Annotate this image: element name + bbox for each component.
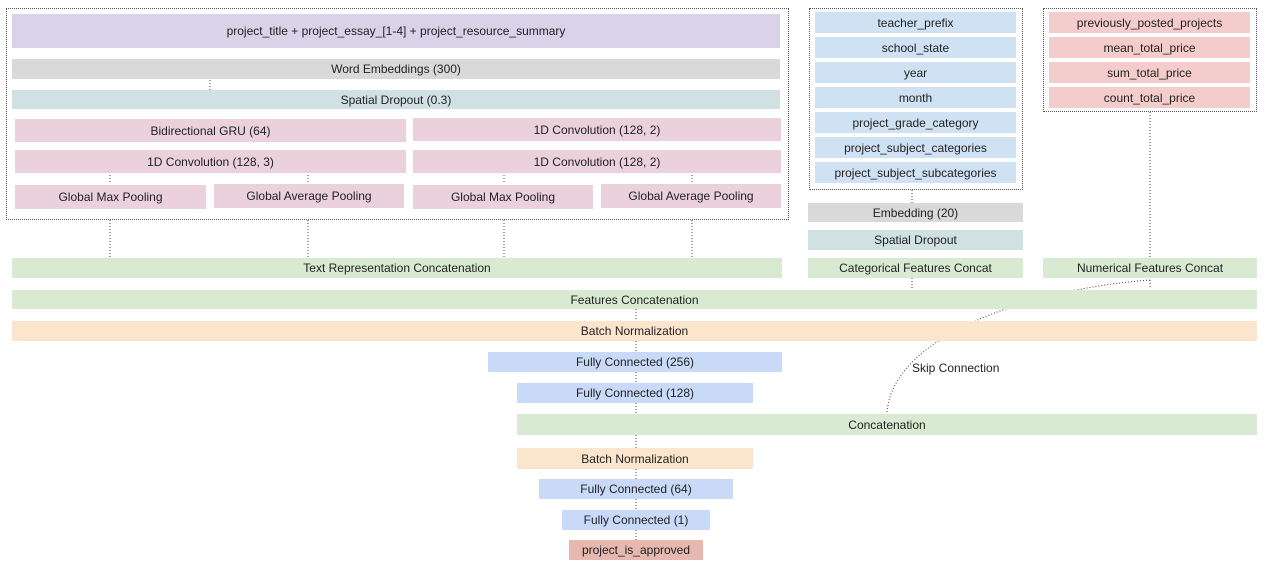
fully-connected-256-node: Fully Connected (256) <box>488 352 782 372</box>
batch-normalization-1-node: Batch Normalization <box>12 321 1257 341</box>
categorical-features-group <box>809 8 1023 190</box>
batch-normalization-2-node: Batch Normalization <box>517 448 753 469</box>
embedding-20-node: Embedding (20) <box>808 203 1023 222</box>
numerical-feature-mean-total-price: mean_total_price <box>1049 37 1250 58</box>
conv1d-right-1-node: 1D Convolution (128, 2) <box>413 118 781 141</box>
conv1d-right-2-node: 1D Convolution (128, 2) <box>413 150 781 173</box>
word-embeddings-node: Word Embeddings (300) <box>12 59 780 79</box>
numerical-feature-sum-total-price: sum_total_price <box>1049 62 1250 83</box>
bidirectional-gru-node: Bidirectional GRU (64) <box>15 119 406 142</box>
categorical-feature-project-subject-categories: project_subject_categories <box>815 137 1016 158</box>
numerical-features-concat-node: Numerical Features Concat <box>1043 258 1257 278</box>
text-branch-group <box>6 8 789 220</box>
conv1d-left-node: 1D Convolution (128, 3) <box>15 150 406 173</box>
fully-connected-128-node: Fully Connected (128) <box>517 383 753 403</box>
categorical-feature-teacher-prefix: teacher_prefix <box>815 12 1016 33</box>
fully-connected-64-node: Fully Connected (64) <box>539 479 733 499</box>
categorical-features-concat-node: Categorical Features Concat <box>808 258 1023 278</box>
categorical-feature-year: year <box>815 62 1016 83</box>
categorical-feature-project-grade-category: project_grade_category <box>815 112 1016 133</box>
concatenation-node: Concatenation <box>517 414 1257 435</box>
features-concatenation-node: Features Concatenation <box>12 290 1257 309</box>
global-average-pooling-left-node: Global Average Pooling <box>214 184 404 208</box>
spatial-dropout-node: Spatial Dropout (0.3) <box>12 90 780 109</box>
project-is-approved-output-node: project_is_approved <box>569 540 703 560</box>
categorical-feature-month: month <box>815 87 1016 108</box>
global-max-pooling-left-node: Global Max Pooling <box>15 185 206 209</box>
fully-connected-1-node: Fully Connected (1) <box>562 510 710 530</box>
global-max-pooling-right-node: Global Max Pooling <box>413 185 593 209</box>
numerical-feature-previously-posted-projects: previously_posted_projects <box>1049 12 1250 33</box>
text-representation-concat-node: Text Representation Concatenation <box>12 258 782 278</box>
global-average-pooling-right-node: Global Average Pooling <box>601 184 781 208</box>
numerical-features-group <box>1043 8 1257 112</box>
numerical-feature-count-total-price: count_total_price <box>1049 87 1250 108</box>
text-input-node: project_title + project_essay_[1-4] + pr… <box>12 14 780 48</box>
skip-connection-label: Skip Connection <box>912 361 1000 375</box>
categorical-spatial-dropout-node: Spatial Dropout <box>808 230 1023 250</box>
categorical-feature-school-state: school_state <box>815 37 1016 58</box>
categorical-feature-project-subject-subcategories: project_subject_subcategories <box>815 162 1016 183</box>
